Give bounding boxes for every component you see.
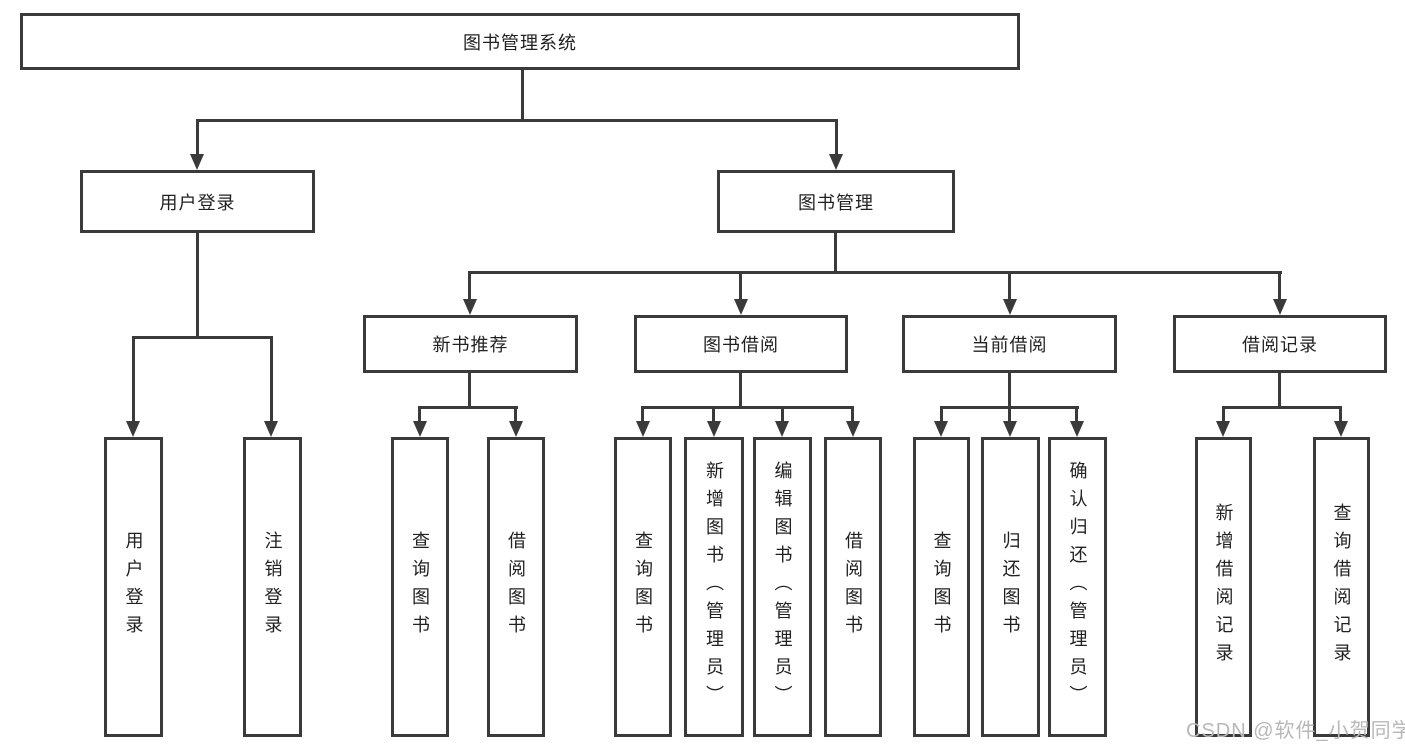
leaf-query-borrow-record: 查询借阅记录 (1313, 437, 1370, 737)
leaf-add-books-admin: 新增图书（管理员） (684, 437, 744, 737)
connector-line (468, 271, 471, 299)
connector-line (418, 406, 421, 421)
connector-line (739, 373, 742, 406)
connector-line (1075, 406, 1078, 421)
connector-line (521, 70, 524, 119)
node-label: 当前借阅 (971, 335, 1048, 355)
connector-line (834, 233, 837, 271)
leaf-add-borrow-record: 新增借阅记录 (1195, 437, 1252, 737)
connector-line (514, 406, 517, 421)
connector-line (739, 271, 742, 299)
arrow-down-icon (734, 299, 748, 315)
arrow-down-icon (707, 421, 721, 437)
node-label: 查询借阅记录 (1331, 503, 1352, 671)
leaf-query-books-current: 查询图书 (913, 437, 970, 737)
connector-line (1278, 271, 1281, 299)
node-label: 新增借阅记录 (1213, 503, 1234, 671)
arrow-down-icon (463, 299, 477, 315)
arrow-down-icon (264, 421, 278, 437)
arrow-down-icon (636, 421, 650, 437)
node-label: 确认归还（管理员） (1067, 461, 1088, 713)
connector-line (641, 406, 644, 421)
arrow-down-icon (1070, 421, 1084, 437)
arrow-down-icon (829, 154, 843, 170)
connector-line (1222, 406, 1342, 409)
connector-line (196, 119, 838, 122)
node-label: 新书推荐 (432, 335, 509, 355)
node-label: 用户登录 (123, 531, 144, 643)
connector-line (851, 406, 854, 421)
leaf-query-books-recommend: 查询图书 (391, 437, 449, 737)
leaf-borrow-books-recommend: 借阅图书 (487, 437, 545, 737)
connector-line (1278, 373, 1281, 406)
node-label: 借阅图书 (843, 531, 863, 643)
arrow-down-icon (413, 421, 427, 437)
connector-line (468, 271, 1282, 274)
connector-line (418, 406, 518, 409)
leaf-query-books-borrow: 查询图书 (614, 437, 672, 737)
connector-line (132, 336, 273, 339)
node-label: 注销登录 (262, 531, 283, 643)
node-borrow-record: 借阅记录 (1173, 315, 1387, 373)
arrow-down-icon (1003, 299, 1017, 315)
node-label: 图书管理 (798, 192, 874, 213)
connector-line (641, 406, 854, 409)
leaf-user-login: 用户登录 (104, 437, 163, 737)
node-new-book-recommend: 新书推荐 (363, 315, 578, 373)
leaf-borrow-books: 借阅图书 (824, 437, 882, 737)
arrow-down-icon (846, 421, 860, 437)
leaf-edit-books-admin: 编辑图书（管理员） (753, 437, 812, 737)
connector-line (835, 119, 838, 155)
connector-line (270, 336, 273, 421)
node-label: 借阅图书 (506, 531, 526, 643)
node-label: 查询图书 (931, 531, 952, 643)
node-label: 借阅记录 (1242, 335, 1318, 355)
node-user-login: 用户登录 (80, 170, 315, 233)
connector-line (196, 233, 199, 336)
node-label: 图书管理系统 (463, 32, 577, 53)
node-label: 归还图书 (1000, 531, 1021, 643)
node-label: 查询图书 (633, 531, 653, 643)
node-label: 用户登录 (159, 192, 236, 213)
node-book-borrow: 图书借阅 (634, 315, 848, 373)
connector-line (132, 336, 135, 421)
connector-line (1222, 406, 1225, 421)
csdn-watermark: CSDN @软件_小贺同学 (1186, 720, 1405, 742)
arrow-down-icon (934, 421, 948, 437)
connector-line (940, 406, 943, 421)
arrow-down-icon (509, 421, 523, 437)
node-book-management: 图书管理 (717, 170, 955, 233)
arrow-down-icon (1216, 421, 1230, 437)
arrow-down-icon (1003, 421, 1017, 437)
connector-line (468, 373, 471, 406)
arrow-down-icon (190, 154, 204, 170)
connector-line (1008, 373, 1011, 406)
node-label: 新增图书（管理员） (704, 461, 724, 713)
node-label: 查询图书 (410, 531, 430, 643)
leaf-logout: 注销登录 (243, 437, 302, 737)
arrow-down-icon (1273, 299, 1287, 315)
connector-line (712, 406, 715, 421)
arrow-down-icon (126, 421, 140, 437)
node-current-borrow: 当前借阅 (902, 315, 1117, 373)
leaf-confirm-return-admin: 确认归还（管理员） (1048, 437, 1107, 737)
connector-line (1339, 406, 1342, 421)
node-label: 编辑图书（管理员） (772, 461, 793, 713)
connector-line (1008, 406, 1011, 421)
arrow-down-icon (1334, 421, 1348, 437)
leaf-return-books: 归还图书 (981, 437, 1040, 737)
connector-line (781, 406, 784, 421)
connector-line (196, 119, 199, 155)
arrow-down-icon (775, 421, 789, 437)
node-label: 图书借阅 (703, 335, 779, 355)
node-library-management-system: 图书管理系统 (20, 13, 1020, 70)
connector-line (1008, 271, 1011, 299)
